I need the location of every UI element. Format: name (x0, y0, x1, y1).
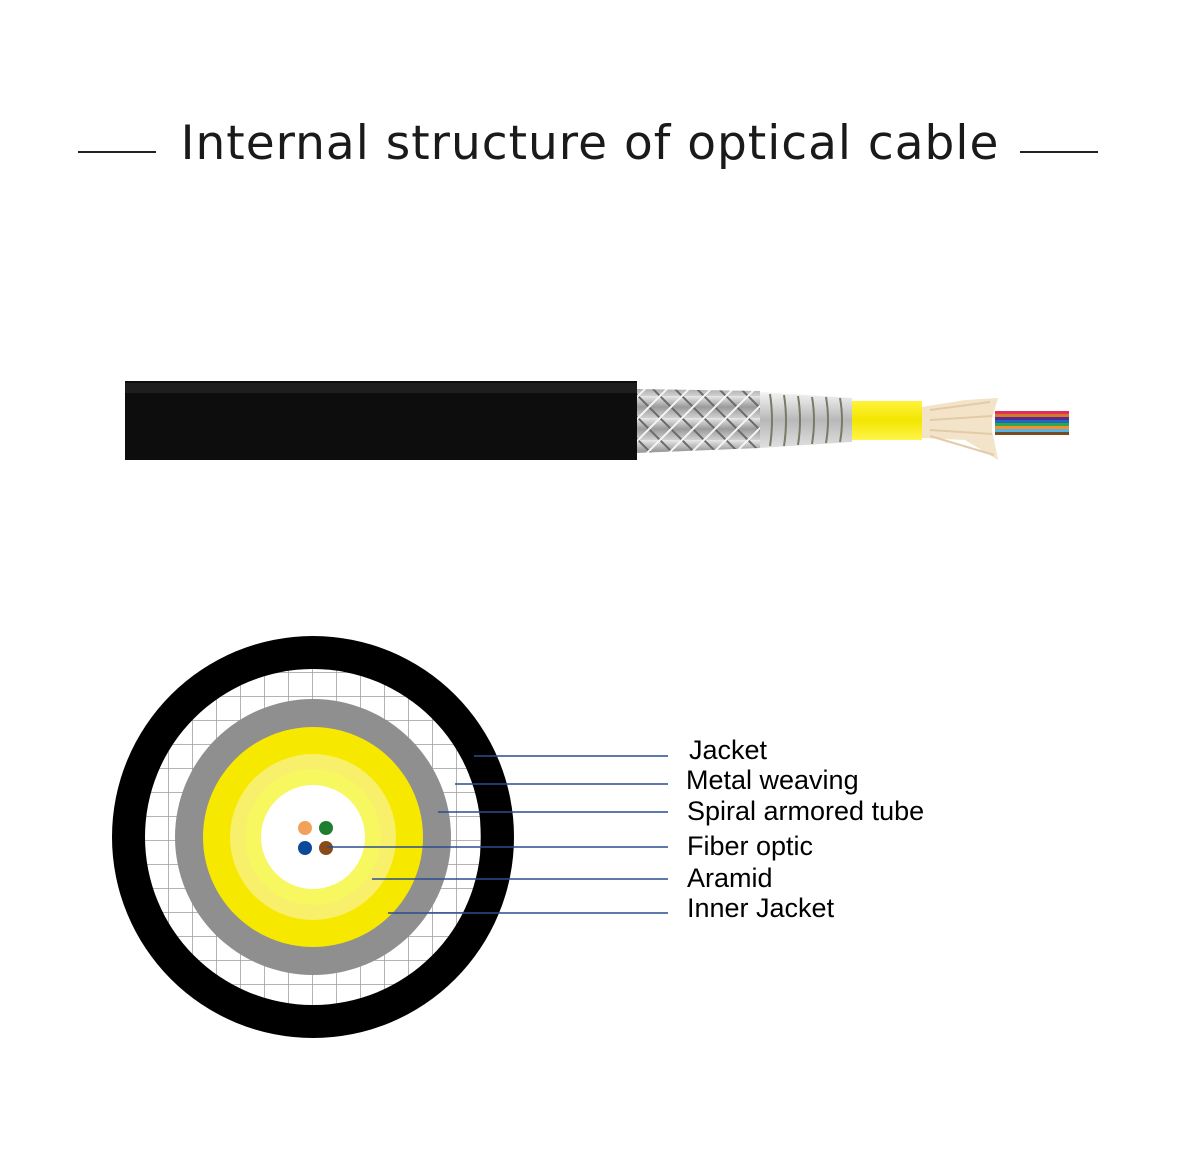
fiber-dot-blue (298, 841, 312, 855)
core-area (261, 785, 365, 889)
page-title: Internal structure of optical cable (180, 116, 1000, 171)
label-aramid: Aramid (687, 863, 773, 893)
side-jacket (125, 381, 637, 460)
fiber-dot-brown (319, 841, 333, 855)
cable-cross-section (112, 636, 514, 1038)
title-rule-left (78, 151, 156, 153)
side-fiber-bundle (995, 411, 1069, 435)
label-jacket: Jacket (689, 735, 768, 765)
label-metal-weaving: Metal weaving (686, 765, 859, 795)
title-rule-right (1020, 151, 1098, 153)
side-inner-jacket (852, 401, 922, 440)
cable-side-view (125, 381, 1069, 460)
fiber-dot-green (319, 821, 333, 835)
label-spiral-armored-tube: Spiral armored tube (687, 796, 925, 826)
side-aramid (922, 398, 998, 460)
side-spiral-tube (760, 392, 852, 448)
leader-lines (327, 755, 668, 914)
side-metal-weaving (637, 389, 760, 453)
title-block: Internal structure of optical cable (0, 112, 1200, 182)
label-fiber-optic: Fiber optic (687, 831, 814, 861)
fiber-dot-orange (298, 821, 312, 835)
label-inner-jacket: Inner Jacket (687, 893, 835, 923)
